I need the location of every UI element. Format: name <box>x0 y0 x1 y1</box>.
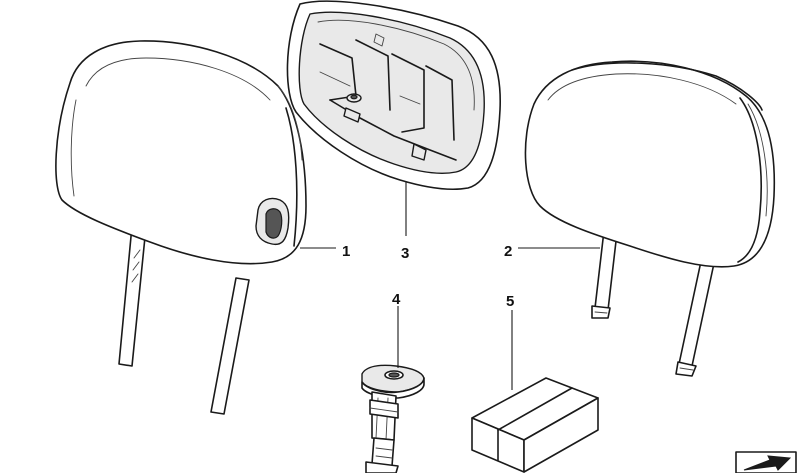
guide-sleeve <box>361 364 425 473</box>
callout-1: 1 <box>342 243 350 260</box>
headrest-plain <box>524 60 776 377</box>
callout-3: 3 <box>401 245 409 262</box>
arrow-right-icon <box>735 451 797 473</box>
headrest-with-button <box>55 40 307 415</box>
headrest-1-cushion <box>55 40 307 265</box>
callout-2: 2 <box>504 243 512 260</box>
headrest-frame <box>286 0 501 191</box>
callout-5: 5 <box>506 293 514 310</box>
headrest-1-button <box>255 197 290 246</box>
headrest-2-cushion <box>524 60 776 268</box>
callout-4: 4 <box>392 291 401 308</box>
repair-kit-box <box>471 377 599 473</box>
leader-lines <box>300 182 600 390</box>
